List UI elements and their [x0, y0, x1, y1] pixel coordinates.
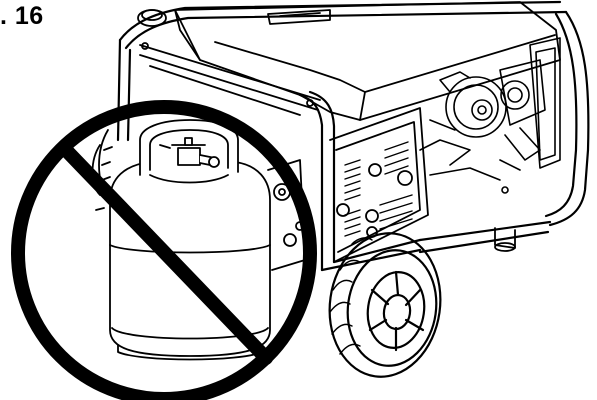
engine-assembly	[419, 37, 561, 194]
rubber-foot	[494, 227, 516, 252]
wheel	[328, 232, 442, 378]
prohibition-sign-icon	[11, 100, 317, 400]
propane-tank-icon	[95, 119, 271, 361]
figure-label: . 16	[0, 2, 44, 30]
fuel-tank	[137, 1, 561, 121]
